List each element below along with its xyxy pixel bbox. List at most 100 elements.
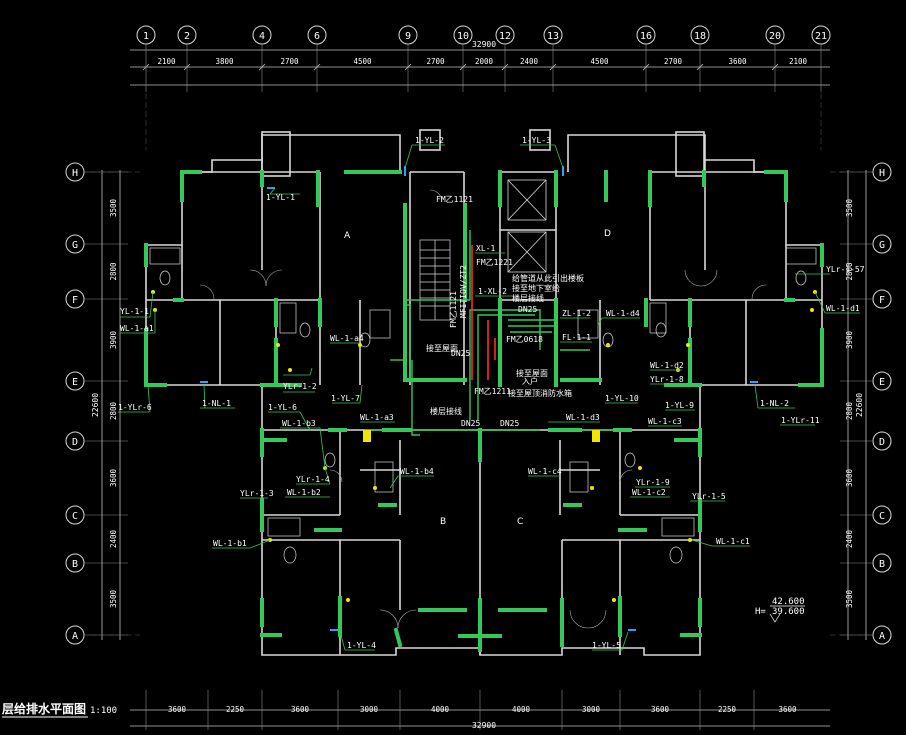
label-wl-1-b2: WL-1-b2 [287, 488, 321, 497]
stair [419, 239, 451, 321]
label-wl-1-b3: WL-1-b3 [282, 419, 316, 428]
row-axis-bubble-C-L: C [65, 505, 128, 525]
elevation-upper: 42.600 [772, 597, 805, 607]
leader-lines [118, 144, 860, 651]
label-ylr-1-2: YLr-1-2 [283, 382, 317, 391]
label-1-ylr-6: 1-YLr-6 [118, 403, 152, 412]
label-1-nl-2: 1-NL-2 [760, 399, 789, 408]
unit-a-label: A [344, 231, 351, 241]
unit-d-label: D [604, 229, 611, 239]
left-dim-6: 3500 [109, 589, 118, 608]
top-axis-label: 18 [694, 31, 706, 42]
row-axis-label: F [72, 295, 78, 306]
title-scale: 1:100 [90, 706, 117, 716]
top-dim-3: 4500 [353, 57, 372, 66]
label-fl-1-1: FL-1-1 [562, 333, 591, 342]
row-axis-label: B [72, 559, 78, 570]
top-total-dim: 32900 [472, 40, 496, 49]
left-dim-1: 2800 [109, 262, 118, 281]
label-wl-1-a1: WL-1-a1 [120, 324, 154, 333]
label-ylr-1-9: YLr-1-9 [636, 478, 670, 487]
note-entry: 入户 [522, 376, 538, 386]
left-dim-5: 2400 [109, 529, 118, 548]
label-wl-1-c3: WL-1-c3 [648, 417, 682, 426]
label-1-yl-3: 1-YL-3 [522, 136, 551, 145]
row-axis-label: E [72, 377, 78, 388]
bottom-dim-8: 2250 [718, 705, 737, 714]
water-pipes [365, 230, 620, 436]
label-ylr-1-57: YLr-1-57 [826, 265, 865, 274]
label-wl-1-d2: WL-1-d2 [650, 361, 684, 370]
left-dim-0: 3500 [109, 198, 118, 217]
fire-pipes [471, 245, 496, 380]
left-total-dim: 22600 [91, 393, 100, 417]
top-axis-label: 2 [184, 31, 190, 42]
top-axis-label: 4 [259, 31, 265, 42]
label-1-ylr-11: 1-YLr-11 [781, 416, 820, 425]
stair-note: MFITIOV/ZT2 [459, 265, 468, 318]
row-axis-bubble-G-R: G [840, 234, 892, 254]
left-dim-4: 3600 [109, 468, 118, 487]
bottom-dim-0: 3600 [168, 705, 187, 714]
top-dimension-lines [130, 49, 830, 86]
row-axis-label: C [879, 511, 885, 522]
label-ylr-1-3: YLr-1-3 [240, 489, 274, 498]
label-wl-1-d1: WL-1-d1 [826, 304, 860, 313]
label-zl-1-2: ZL-1-2 [562, 309, 591, 318]
label-xl-1: XL-1 [476, 244, 495, 253]
elevation-marker: 42.600 H= 39.600 [755, 597, 805, 623]
label-wl-1-c2: WL-1-c2 [632, 488, 666, 497]
green-wall-segments [144, 170, 824, 652]
right-dim-2: 3900 [845, 330, 854, 349]
note-pipe-floor: 给管道从此引出楼板 [512, 273, 584, 283]
right-total-dim: 22600 [855, 393, 864, 417]
row-axis-bubble-B-R: B [840, 553, 892, 573]
unit-c-label: C [517, 517, 523, 527]
row-axis-label: D [72, 437, 78, 448]
label-yl-1-1: YL-1-1 [120, 307, 149, 316]
top-axis-bubble-4: 4 [252, 25, 272, 92]
top-dim-9: 3600 [728, 57, 747, 66]
row-axis-label: A [72, 631, 78, 642]
row-axis-label: G [879, 240, 885, 251]
top-dim-6: 2400 [520, 57, 539, 66]
right-dim-5: 2400 [845, 529, 854, 548]
note-floor-connect: 楼层接线 [512, 293, 544, 303]
label-1-yl-1: 1-YL-1 [266, 193, 295, 202]
grid-axis-lines [90, 48, 875, 636]
elevator-shafts [507, 179, 547, 273]
label-1-yl-7: 1-YL-7 [331, 394, 360, 403]
right-dim-3: 2800 [845, 401, 854, 420]
top-axis-bubble-6: 6 [307, 25, 327, 92]
top-axis-label: 20 [769, 31, 781, 42]
label-wl-1-d4: WL-1-d4 [606, 309, 640, 318]
top-axis-label: 16 [640, 31, 652, 42]
elevation-prefix: H= [755, 607, 766, 617]
bottom-dim-9: 3600 [778, 705, 797, 714]
row-axis-bubble-F-R: F [840, 289, 892, 309]
row-axis-bubble-C-R: C [840, 505, 892, 525]
top-dim-8: 2700 [664, 57, 683, 66]
pipe-annotations: 1-YL-2 1-YL-3 1-YL-1 YL-1-1 WL-1-a1 1-YL… [118, 136, 865, 650]
row-axis-label: F [879, 295, 885, 306]
bottom-total-dim: 32900 [472, 721, 496, 730]
top-axis-label: 10 [457, 31, 469, 42]
label-ylr-1-5: YLr-1-5 [692, 492, 726, 501]
row-axis-label: H [879, 168, 885, 179]
label-wl-1-b4: WL-1-b4 [400, 467, 434, 476]
title-text: 层给排水平面图 [2, 701, 86, 716]
label-wl-1-b1: WL-1-b1 [213, 539, 247, 548]
bottom-dim-3: 3000 [360, 705, 379, 714]
top-axis-label: 21 [815, 31, 827, 42]
label-dn25-a: DN25 [518, 305, 537, 314]
label-dn25-b: DN25 [451, 349, 470, 358]
label-fm1121: FM乙1121 [436, 195, 473, 204]
note-roof-tank: 接至屋顶消防水箱 [508, 388, 572, 398]
top-dim-4: 2700 [426, 57, 445, 66]
unit-b-label: B [440, 517, 446, 527]
row-axis-label: A [879, 631, 885, 642]
